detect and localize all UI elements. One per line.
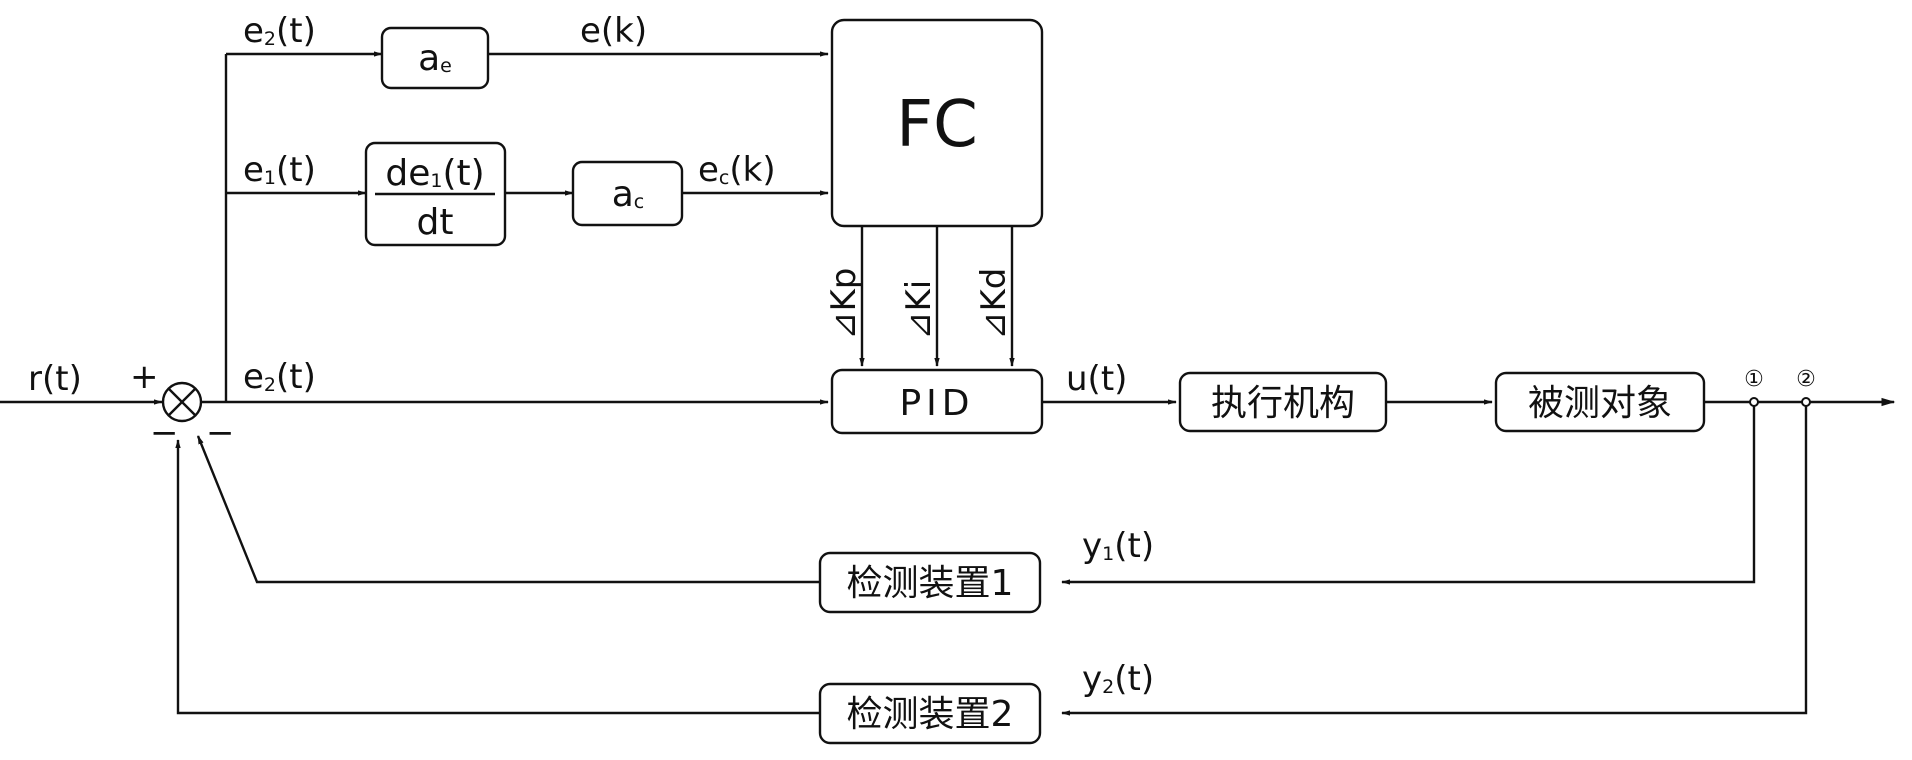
sensor2-return-line [175, 439, 820, 715]
svg-text:de1(t): de1(t) [385, 153, 484, 194]
svg-text:e2(t): e2(t) [243, 357, 316, 397]
svg-text:y2(t): y2(t) [1082, 659, 1154, 699]
feedback-y1-line [1061, 402, 1756, 585]
node-2-label: ② [1796, 367, 1816, 392]
summing-junction [161, 381, 203, 423]
svg-text:e2(t): e2(t) [243, 11, 316, 51]
eck-main: e [698, 150, 719, 190]
ae-block-main: a [418, 38, 440, 79]
e1-sub: 1 [264, 167, 276, 189]
ut-label: u(t) [1066, 359, 1127, 399]
y2-main: y [1082, 659, 1102, 699]
delta-kp-label: ⊿Kp [824, 268, 864, 340]
ac-block: ac [571, 160, 684, 227]
sensor2-block: 检测装置2 [818, 682, 1042, 745]
sensor1-block-label: 检测装置1 [847, 563, 1014, 604]
svg-text:y1(t): y1(t) [1082, 526, 1154, 566]
pid-block: PID [830, 368, 1044, 435]
eck-sub: c [719, 167, 729, 189]
eck-rest: (k) [729, 150, 775, 190]
derivative-numerator-main: de [385, 153, 430, 194]
plant-block: 被测对象 [1494, 371, 1706, 433]
plant-block-label: 被测对象 [1528, 383, 1672, 424]
input-signal-label: r(t) [28, 359, 82, 399]
sensor2-block-label: 检测装置2 [847, 694, 1014, 735]
delta-kd-label: ⊿Kd [974, 268, 1014, 340]
node-1-dot [1749, 397, 1759, 407]
minus-sign-right: − [206, 413, 235, 453]
feedback-y2-line [1061, 402, 1808, 716]
y2-rest: (t) [1114, 659, 1154, 699]
delta-ki-label: ⊿Ki [899, 280, 939, 340]
e2-top-main: e [243, 11, 264, 51]
derivative-numerator-sub: 1 [430, 170, 442, 192]
y1-rest: (t) [1114, 526, 1154, 566]
e2-mid-main: e [243, 357, 264, 397]
actuator-block: 执行机构 [1178, 371, 1388, 433]
e2-mid-sub: 2 [264, 374, 276, 396]
e1-main: e [243, 150, 264, 190]
e2-top-rest: (t) [276, 11, 316, 51]
minus-sign-left: − [150, 413, 179, 453]
plus-sign: + [130, 357, 159, 397]
e1-rest: (t) [276, 150, 316, 190]
fc-block-label: FC [896, 88, 978, 162]
svg-text:ec(k): ec(k) [698, 150, 776, 190]
y1-sub: 1 [1102, 543, 1114, 565]
svg-text:ae: ae [418, 38, 452, 79]
sensor1-block: 检测装置1 [818, 551, 1042, 614]
derivative-block: de1(t) dt [364, 141, 507, 247]
ae-block-sub: e [440, 55, 452, 77]
e2-top-sub: 2 [264, 28, 276, 50]
y2-sub: 2 [1102, 676, 1114, 698]
pid-block-label: PID [899, 383, 974, 424]
svg-text:ac: ac [612, 174, 645, 215]
ek-label: e(k) [580, 11, 647, 51]
ac-block-sub: c [634, 191, 644, 213]
ac-block-main: a [612, 174, 634, 215]
fc-block: FC [830, 18, 1044, 228]
sensor1-return-line [196, 435, 820, 584]
node-1-label: ① [1744, 367, 1764, 392]
svg-text:e1(t): e1(t) [243, 150, 316, 190]
e2-mid-rest: (t) [276, 357, 316, 397]
derivative-numerator-rest: (t) [442, 153, 484, 194]
ae-block: ae [380, 26, 490, 90]
actuator-block-label: 执行机构 [1211, 383, 1355, 424]
y1-main: y [1082, 526, 1102, 566]
derivative-denominator: dt [417, 202, 454, 243]
node-2-dot [1801, 397, 1811, 407]
